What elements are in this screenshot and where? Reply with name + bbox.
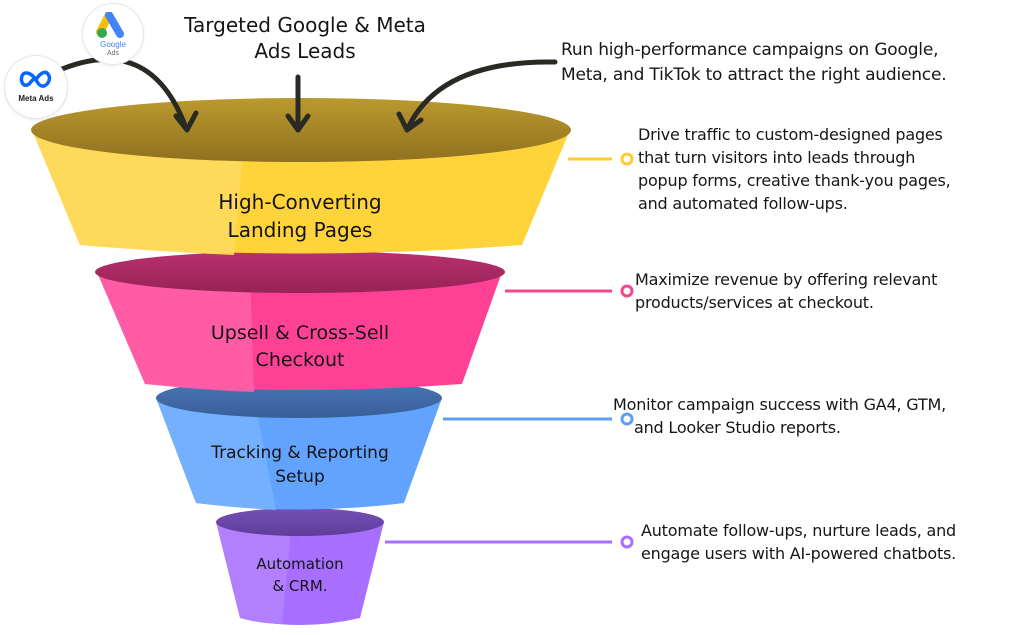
connectors: [385, 152, 634, 549]
google-ads-icon: [96, 12, 124, 38]
funnel-stage-landing: [31, 98, 571, 255]
arrow-head-left: [173, 110, 199, 133]
desc-line: Monitor campaign success with GA4, GTM,: [613, 395, 946, 414]
arrow-from-right: [405, 59, 558, 131]
stage-label-tracking: Tracking & Reporting Setup: [160, 441, 440, 489]
stage-label-line2: Landing Pages: [227, 218, 373, 242]
stage-label-line2: Setup: [275, 467, 325, 487]
meta-ads-logo: Meta Ads: [4, 55, 68, 119]
arrow-from-google: [52, 56, 189, 131]
funnel-title-line1: Targeted Google & Meta: [184, 13, 426, 37]
stage-body-highlight: [216, 522, 292, 624]
desc-line: Drive traffic to custom-designed pages: [638, 125, 943, 144]
stage-description-landing: Drive traffic to custom-designed pages t…: [638, 123, 951, 215]
funnel-stage-upsell: [95, 251, 505, 392]
desc-line: and automated follow-ups.: [638, 194, 848, 213]
intro-line2: Meta, and TikTok to attract the right au…: [561, 65, 947, 85]
stage-label-line1: Automation: [256, 555, 344, 573]
google-logo-text: Google: [100, 40, 126, 49]
desc-line: engage users with AI-powered chatbots.: [641, 544, 957, 563]
stage-description-tracking: Monitor campaign success with GA4, GTM, …: [613, 393, 946, 439]
intro-description: Run high-performance campaigns on Google…: [561, 38, 947, 88]
stage-description-automation: Automate follow-ups, nurture leads, and …: [641, 519, 956, 565]
stage-label-line1: High-Converting: [218, 190, 382, 214]
arrow-head-center: [285, 113, 311, 133]
funnel-title-line2: Ads Leads: [254, 39, 356, 63]
connector-dot-landing: [620, 152, 634, 166]
inflow-arrows: [52, 56, 558, 133]
stage-body-highlight: [156, 398, 276, 510]
stage-label-line2: & CRM.: [272, 577, 328, 595]
stage-rim: [216, 508, 384, 536]
meta-logo-text: Meta Ads: [18, 94, 54, 103]
arrow-head-right: [396, 111, 424, 133]
desc-line: that turn visitors into leads through: [638, 148, 916, 167]
google-ads-logo: Google Ads: [82, 3, 144, 65]
desc-line: Maximize revenue by offering relevant: [635, 270, 938, 289]
desc-line: and Looker Studio reports.: [634, 418, 841, 437]
stage-label-upsell: Upsell & Cross-Sell Checkout: [140, 320, 460, 374]
stage-label-automation: Automation & CRM.: [220, 553, 380, 597]
stage-label-line2: Checkout: [255, 349, 345, 371]
stage-rim: [95, 251, 505, 293]
stage-label-line1: Tracking & Reporting: [211, 443, 389, 463]
connector-dot-upsell: [620, 284, 634, 298]
stage-body-highlight: [97, 272, 254, 392]
connector-dot-automation: [620, 535, 634, 549]
desc-line: products/services at checkout.: [635, 293, 874, 312]
google-logo-subtext: Ads: [106, 50, 120, 57]
intro-line1: Run high-performance campaigns on Google…: [561, 40, 939, 60]
stage-label-landing: High-Converting Landing Pages: [140, 188, 460, 244]
funnel-title: Targeted Google & Meta Ads Leads: [160, 12, 450, 64]
funnel-stage-automation: [216, 508, 384, 625]
connector-dot-tracking: [620, 412, 634, 426]
desc-line: Automate follow-ups, nurture leads, and: [641, 521, 956, 540]
meta-infinity-icon: [19, 70, 52, 88]
desc-line: popup forms, creative thank-you pages,: [638, 171, 951, 190]
stage-description-upsell: Maximize revenue by offering relevant pr…: [635, 268, 937, 314]
stage-label-line1: Upsell & Cross-Sell: [210, 322, 390, 344]
stage-body-highlight: [32, 130, 245, 255]
